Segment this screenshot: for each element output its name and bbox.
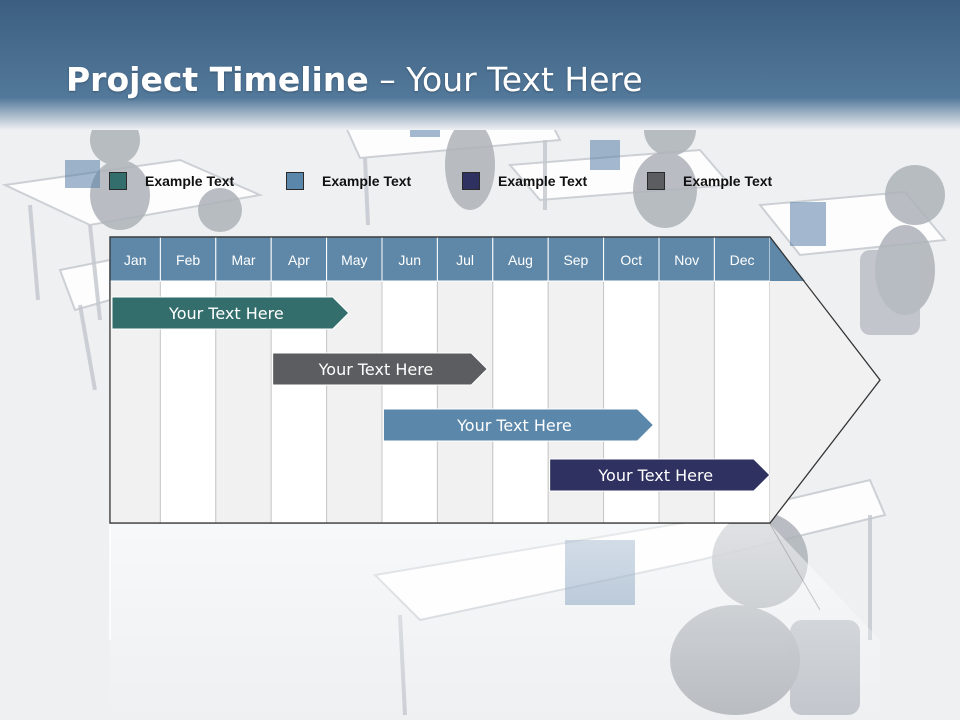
task-bar-1 [111, 296, 350, 330]
legend-item-3: Example Text [462, 170, 587, 192]
legend-item-4: Example Text [647, 170, 772, 192]
legend-swatch-3 [462, 172, 480, 190]
legend-item-1: Example Text [109, 170, 234, 192]
legend-swatch-4 [647, 172, 665, 190]
title-rest: – Your Text Here [368, 60, 643, 99]
month-label-feb: Feb [176, 252, 200, 268]
month-column-jun [381, 280, 438, 524]
month-header-cell-jun [381, 236, 438, 282]
task-bar-3 [382, 408, 655, 442]
legend-label-3: Example Text [498, 173, 588, 189]
month-header-cell-may [326, 236, 383, 282]
month-header-cell-nov [658, 236, 715, 282]
arrow-reflection [110, 524, 880, 720]
month-label-aug: Aug [508, 252, 533, 268]
month-label-jan: Jan [124, 252, 147, 268]
month-label-jul: Jul [456, 252, 474, 268]
task-bar-2 [272, 352, 488, 386]
title-bold: Project Timeline [66, 60, 369, 99]
legend-item-2: Example Text [286, 170, 411, 192]
month-label-dec: Dec [730, 252, 755, 268]
task-label-4: Your Text Here [597, 466, 713, 485]
task-label-1: Your Text Here [168, 304, 284, 323]
task-label-2: Your Text Here [318, 360, 434, 379]
reflection-edge-diagonal [769, 523, 821, 611]
legend-swatch-2 [286, 172, 304, 190]
month-column-aug [492, 280, 549, 524]
legend-label-1: Example Text [145, 173, 235, 189]
task-bar-4 [549, 458, 771, 492]
month-column-jul [436, 280, 494, 524]
month-label-mar: Mar [231, 252, 255, 268]
month-header-cell-oct [603, 236, 660, 282]
legend-label-4: Example Text [683, 173, 773, 189]
arrow-head-panel [770, 281, 880, 523]
month-label-jun: Jun [398, 252, 421, 268]
month-header-cell-dec [713, 236, 771, 282]
legend-swatch-1 [109, 172, 127, 190]
month-label-nov: Nov [674, 252, 699, 268]
month-label-oct: Oct [620, 252, 642, 268]
month-header-cell-mar [215, 236, 272, 282]
timeline-arrow-outline [109, 236, 881, 524]
legend-label-2: Example Text [322, 173, 412, 189]
month-header: Jan Feb Mar Apr May Jun Jul Aug Sep Oct Nov Dec [109, 236, 805, 282]
task-label-3: Your Text Here [456, 416, 572, 435]
month-header-cell-jan [109, 236, 161, 282]
month-header-cell-jul [436, 236, 494, 282]
month-header-cell-aug [492, 236, 549, 282]
month-label-sep: Sep [563, 252, 588, 268]
month-label-may: May [341, 252, 367, 268]
page-title: Project Timeline – Your Text Here [66, 60, 643, 99]
month-header-cell-sep [547, 236, 605, 282]
month-label-apr: Apr [288, 252, 310, 268]
